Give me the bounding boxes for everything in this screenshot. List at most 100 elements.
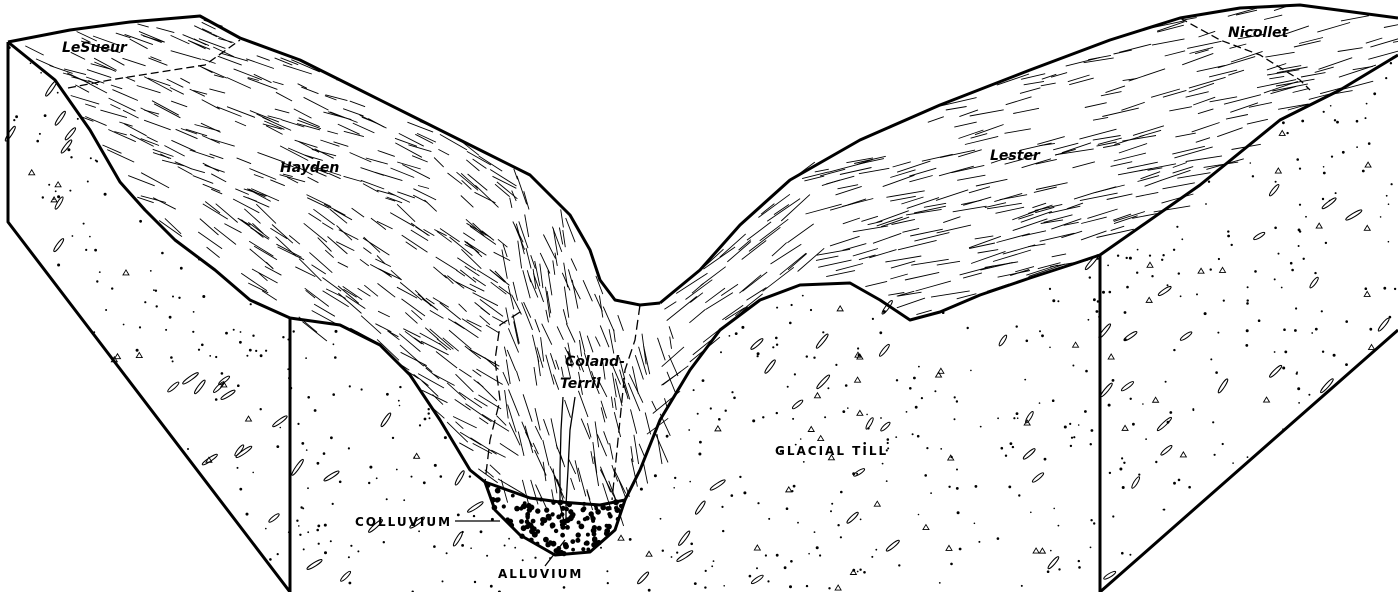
surface-stroke xyxy=(119,122,132,126)
till-dot xyxy=(1250,162,1252,164)
surface-stroke xyxy=(939,166,974,176)
till-dot xyxy=(423,481,426,484)
alluvium-dot xyxy=(529,505,535,511)
surface-stroke xyxy=(456,282,476,292)
surface-stroke xyxy=(969,236,1001,248)
till-dot xyxy=(676,552,678,554)
till-angular-stone xyxy=(1275,168,1281,173)
alluvium-dot xyxy=(592,525,597,530)
till-dot xyxy=(1336,121,1339,124)
left-block-face xyxy=(8,42,290,592)
till-dot xyxy=(239,488,242,491)
till-dot xyxy=(316,529,319,532)
surface-stroke xyxy=(1152,39,1185,45)
surface-stroke xyxy=(241,273,267,291)
till-dot xyxy=(768,518,770,520)
surface-stroke xyxy=(322,223,333,230)
surface-stroke xyxy=(218,56,242,65)
till-dot xyxy=(1112,379,1115,382)
surface-stroke xyxy=(1145,180,1162,186)
surface-stroke xyxy=(194,26,217,37)
till-dot xyxy=(1129,257,1132,260)
till-pebble xyxy=(815,333,829,349)
surface-stroke xyxy=(402,299,426,316)
surface-stroke xyxy=(1087,209,1117,218)
till-dot xyxy=(1291,269,1294,272)
till-dot xyxy=(722,530,724,532)
till-pebble xyxy=(1268,183,1280,196)
till-pebble xyxy=(880,421,891,432)
till-dot xyxy=(161,252,164,255)
till-dot xyxy=(1196,293,1198,295)
till-dot xyxy=(361,388,363,390)
surface-stroke xyxy=(495,271,506,282)
till-dot xyxy=(1008,486,1011,489)
surface-stroke xyxy=(1315,67,1334,72)
till-angular-stone xyxy=(1279,130,1285,135)
surface-stroke xyxy=(308,177,319,183)
surface-stroke xyxy=(1338,48,1363,52)
till-pebble xyxy=(791,399,803,410)
till-dot xyxy=(1126,286,1129,289)
surface-stroke xyxy=(543,440,549,466)
surface-stroke xyxy=(167,79,184,87)
till-angular-stone xyxy=(114,354,120,359)
surface-stroke xyxy=(411,223,428,235)
till-angular-stone xyxy=(1364,291,1370,296)
surface-stroke xyxy=(969,243,995,249)
till-dot xyxy=(1356,146,1358,148)
till-dot xyxy=(1169,411,1172,414)
till-dot xyxy=(1013,417,1015,419)
surface-stroke xyxy=(525,215,529,238)
till-dot xyxy=(915,406,918,409)
till-dot xyxy=(339,481,342,484)
surface-stroke xyxy=(1366,38,1383,43)
surface-stroke xyxy=(749,227,780,251)
surface-stroke xyxy=(465,404,491,422)
surface-stroke xyxy=(130,39,148,49)
surface-stroke xyxy=(470,226,496,244)
surface-stroke xyxy=(557,326,563,339)
alluvium-dot xyxy=(605,524,609,528)
surface-stroke xyxy=(612,373,616,397)
till-dot xyxy=(317,462,320,465)
till-dot xyxy=(446,552,448,554)
surface-stroke xyxy=(418,186,429,189)
till-dot xyxy=(757,352,760,355)
surface-stroke xyxy=(203,184,221,191)
surface-stroke xyxy=(985,203,1006,208)
till-pebble xyxy=(1160,444,1173,456)
surface-stroke xyxy=(313,209,334,225)
till-pebble xyxy=(694,500,706,515)
till-dot xyxy=(1298,402,1300,404)
till-angular-stone xyxy=(1220,267,1226,272)
till-dot xyxy=(277,553,279,555)
surface-stroke xyxy=(806,204,842,214)
surface-stroke xyxy=(873,233,901,243)
surface-stroke xyxy=(471,438,497,455)
alluvium-dot xyxy=(529,523,533,527)
till-dot xyxy=(1085,370,1088,373)
label-colluvium: COLLUVIUM xyxy=(355,515,452,529)
surface-stroke xyxy=(1067,203,1083,209)
surface-stroke xyxy=(1127,162,1158,168)
till-dot xyxy=(711,565,713,567)
till-dot xyxy=(741,326,744,329)
surface-stroke xyxy=(128,176,155,186)
till-dot xyxy=(970,370,972,372)
till-dot xyxy=(1145,438,1147,440)
till-dot xyxy=(1274,227,1277,230)
till-dot xyxy=(827,387,829,389)
surface-stroke xyxy=(395,138,417,146)
surface-stroke xyxy=(998,271,1030,278)
label-nicollet: Nicollet xyxy=(1228,25,1290,41)
surface-stroke xyxy=(268,116,282,120)
till-dot xyxy=(180,267,183,270)
till-dot xyxy=(776,554,779,557)
surface-stroke xyxy=(447,383,466,400)
surface-stroke xyxy=(868,221,883,224)
surface-stroke xyxy=(301,87,318,94)
till-pebble xyxy=(676,549,694,562)
surface-stroke xyxy=(401,352,427,365)
